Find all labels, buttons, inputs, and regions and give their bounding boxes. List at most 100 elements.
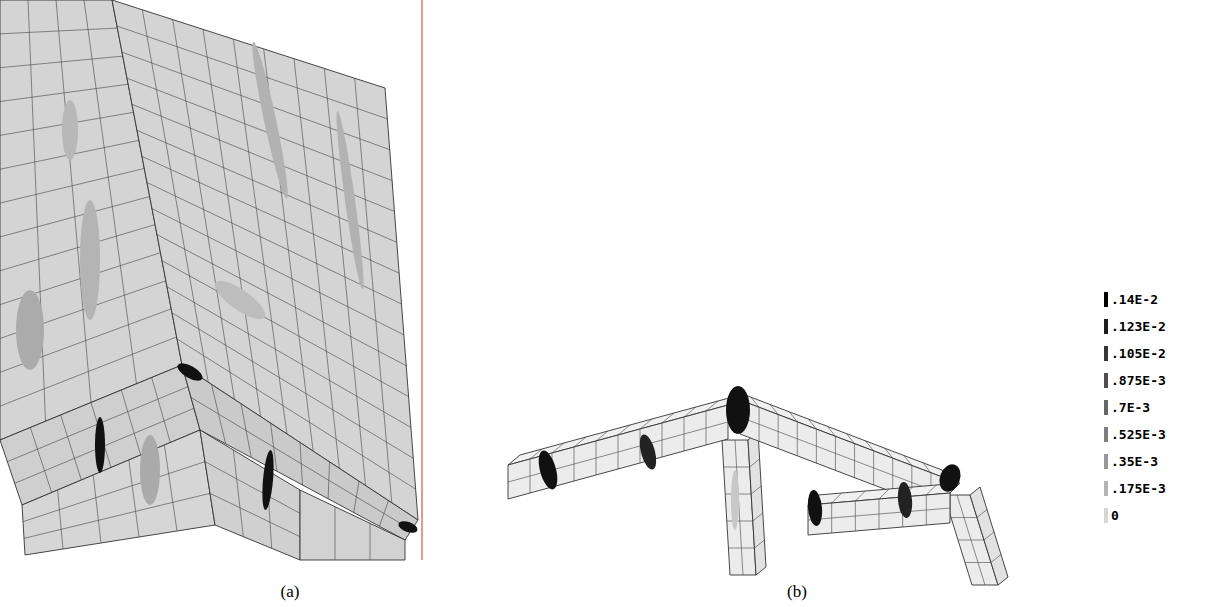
strain-spot — [637, 433, 660, 471]
legend-value: .875E-3 — [1111, 373, 1166, 388]
legend-value: .175E-3 — [1111, 481, 1166, 496]
mesh-line — [0, 197, 150, 237]
mesh-line — [157, 235, 406, 366]
mesh-line — [753, 513, 763, 521]
strain-spot — [62, 100, 78, 160]
mesh-face — [808, 493, 950, 535]
mesh-line — [958, 540, 984, 541]
mesh-line — [56, 0, 91, 403]
legend-row: .123E-2 — [1104, 313, 1166, 340]
mesh-line — [727, 521, 753, 522]
mesh-line — [750, 459, 760, 467]
mesh-face — [970, 487, 1008, 585]
mesh-line — [164, 445, 177, 531]
mesh-line — [977, 510, 987, 518]
mesh-line — [754, 540, 764, 548]
mesh-line — [0, 225, 155, 271]
legend-row: .35E-3 — [1104, 448, 1166, 475]
strain-spot — [95, 417, 105, 473]
mesh-face — [200, 430, 300, 560]
mesh-line — [58, 490, 63, 549]
legend-swatch — [1104, 346, 1108, 361]
mesh-line — [129, 460, 139, 537]
strain-spot — [80, 200, 100, 320]
mesh-line — [855, 491, 865, 501]
legend-value: 0 — [1111, 508, 1119, 523]
mesh-face — [748, 432, 766, 575]
legend-value: .7E-3 — [1111, 400, 1150, 415]
mesh-line — [233, 450, 243, 537]
strain-spot — [247, 41, 292, 200]
legend-row: .525E-3 — [1104, 421, 1166, 448]
subfigure-label: (b) — [787, 582, 807, 602]
strain-spot — [210, 275, 271, 326]
mesh-line — [0, 168, 144, 203]
mesh-line — [926, 485, 936, 495]
mesh-line — [728, 548, 754, 549]
legend-swatch — [1104, 454, 1108, 469]
strain-spot — [726, 386, 750, 434]
strain-spot — [260, 450, 275, 511]
strain-spot — [535, 449, 561, 492]
mesh-line — [30, 428, 51, 493]
mesh-line — [370, 523, 371, 560]
mesh-line — [879, 489, 889, 499]
legend-swatch — [1104, 400, 1108, 415]
mesh-line — [132, 104, 394, 211]
legend-value: .14E-2 — [1111, 292, 1158, 307]
mesh-face — [508, 405, 728, 499]
mesh-line — [335, 507, 336, 560]
legend-row: .175E-3 — [1104, 475, 1166, 502]
legend: .14E-2 .123E-2 .105E-2 .875E-3 .7E-3 .525E-3.… — [1104, 286, 1166, 529]
legend-swatch — [1104, 508, 1108, 523]
strain-spot — [175, 360, 205, 384]
strain-spot — [896, 481, 913, 518]
strain-spot — [16, 290, 44, 370]
mesh-line — [210, 493, 300, 536]
mesh-line — [740, 417, 950, 497]
strain-spot — [397, 519, 419, 535]
strain-spot — [806, 489, 823, 526]
mesh-line — [61, 415, 82, 480]
mesh-line — [24, 493, 210, 538]
mesh-line — [965, 562, 991, 563]
mesh-line — [121, 390, 140, 455]
strain-spot — [140, 435, 160, 505]
legend-value: .105E-2 — [1111, 346, 1166, 361]
mesh-line — [205, 462, 300, 514]
legend-swatch — [1104, 373, 1108, 388]
mesh-line — [0, 56, 123, 68]
legend-value: .525E-3 — [1111, 427, 1166, 442]
legend-row: .14E-2 — [1104, 286, 1166, 313]
mesh-line — [0, 84, 128, 101]
mesh-line — [152, 378, 171, 443]
subfigure-label: (a) — [281, 582, 300, 602]
mesh-line — [0, 28, 117, 34]
mesh-face — [300, 490, 405, 560]
mesh-line — [162, 261, 409, 397]
mesh-line — [984, 532, 994, 540]
legend-row: .875E-3 — [1104, 367, 1166, 394]
strain-spot — [731, 470, 739, 530]
mesh-line — [951, 517, 977, 518]
legend-row: .105E-2 — [1104, 340, 1166, 367]
mesh-line — [751, 486, 761, 494]
mesh-face — [22, 430, 215, 555]
legend-swatch — [1104, 292, 1108, 307]
mesh-line — [23, 462, 205, 522]
symmetry-line — [421, 0, 422, 560]
mesh-line — [724, 467, 750, 468]
mesh-line — [93, 475, 101, 543]
strain-spot — [936, 461, 964, 494]
strain-spot — [333, 110, 368, 290]
legend-row: .7E-3 — [1104, 394, 1166, 421]
mesh-line — [152, 209, 404, 335]
legend-value: .35E-3 — [1111, 454, 1158, 469]
mesh-line — [117, 26, 387, 119]
legend-row: 0 — [1104, 502, 1166, 529]
legend-value: .123E-2 — [1111, 319, 1166, 334]
legend-swatch — [1104, 481, 1108, 496]
mesh-line — [832, 493, 842, 503]
legend-swatch — [1104, 427, 1108, 442]
